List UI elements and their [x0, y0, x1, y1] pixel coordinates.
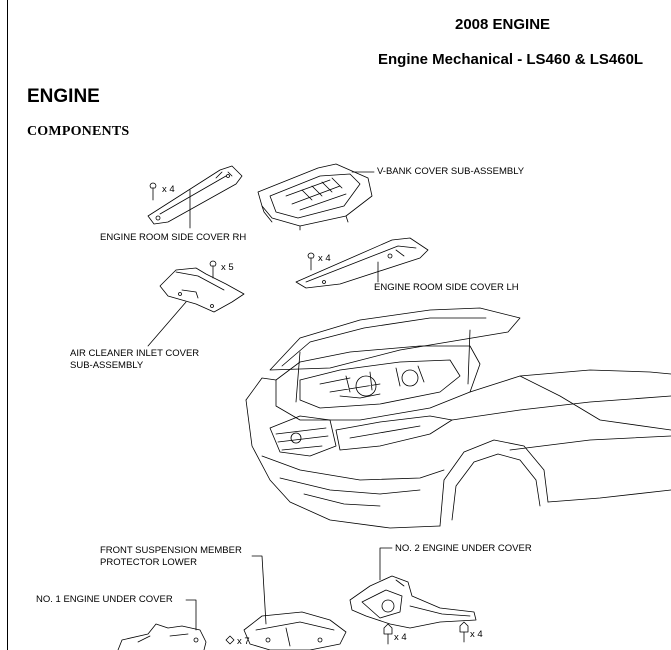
leader-no1 — [186, 600, 196, 630]
label-no1-under-cover: NO. 1 ENGINE UNDER COVER — [36, 594, 173, 605]
label-front-susp-line1: FRONT SUSPENSION MEMBER — [100, 545, 242, 556]
qty-no2-bolts-b: x 4 — [470, 629, 483, 640]
front-suspension-protector-part — [244, 612, 346, 650]
subsection-title: COMPONENTS — [27, 124, 130, 139]
leader-no2 — [380, 548, 392, 580]
v-bank-cover-part — [258, 164, 372, 230]
vehicle-front-illustration — [246, 308, 671, 528]
qty-front-clips: x 7 — [237, 636, 250, 647]
label-no2-under-cover: NO. 2 ENGINE UNDER COVER — [395, 543, 532, 554]
leader-air — [148, 302, 186, 346]
page-left-rule — [7, 0, 8, 650]
label-air-cleaner-line1: AIR CLEANER INLET COVER — [70, 348, 200, 359]
label-front-susp-line2: PROTECTOR LOWER — [100, 557, 197, 568]
label-side-cover-rh: ENGINE ROOM SIDE COVER RH — [100, 232, 247, 243]
label-v-bank-cover: V-BANK COVER SUB-ASSEMBLY — [377, 166, 525, 177]
section-title: ENGINE — [27, 86, 100, 107]
side-cover-rh-part — [148, 166, 242, 224]
qty-rh-clips: x 4 — [162, 184, 175, 195]
no2-under-cover-part — [350, 576, 476, 628]
label-air-cleaner-line2: SUB-ASSEMBLY — [70, 360, 144, 371]
header-year-engine: 2008 ENGINE — [455, 16, 551, 33]
header-model: Engine Mechanical - LS460 & LS460L — [378, 51, 644, 68]
clip-icon-rh — [150, 183, 156, 200]
bolt-icon-no2-b — [460, 622, 468, 642]
bolt-icon-front — [226, 636, 234, 644]
air-cleaner-cover-part — [160, 268, 244, 312]
no1-under-cover-part — [118, 624, 206, 650]
qty-lh-clips: x 4 — [318, 253, 331, 264]
label-side-cover-lh: ENGINE ROOM SIDE COVER LH — [374, 282, 519, 293]
side-cover-lh-part — [296, 238, 428, 288]
clip-icon-lh — [308, 253, 314, 270]
qty-no2-bolts-a: x 4 — [394, 632, 407, 643]
leader-front-susp — [252, 556, 266, 624]
qty-air-clips: x 5 — [221, 262, 234, 273]
clip-icon-air — [210, 261, 216, 278]
bolt-icon-no2-a — [384, 624, 392, 644]
